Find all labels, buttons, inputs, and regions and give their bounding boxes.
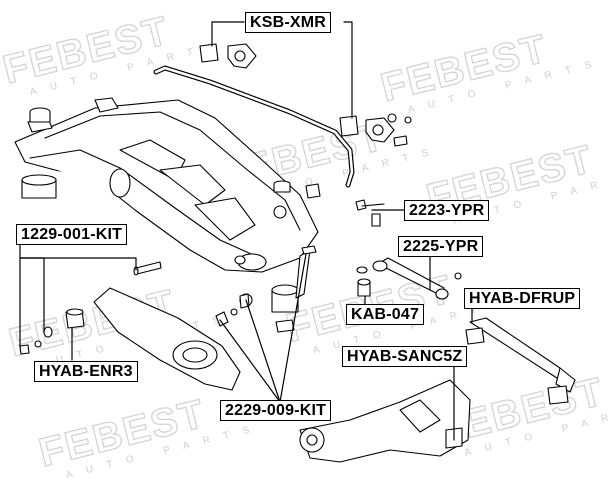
leader-lines — [19, 21, 473, 441]
stabilizer-link — [305, 183, 385, 227]
label-hyab-sanc5z[interactable]: HYAB-SANC5Z — [342, 346, 468, 367]
label-2229-009-kit[interactable]: 2229-009-KIT — [220, 400, 332, 421]
label-kab-047[interactable]: KAB-047 — [346, 304, 425, 325]
upper-control-arm — [372, 257, 462, 300]
lower-control-arm — [65, 287, 241, 391]
label-2225-ypr[interactable]: 2225-YPR — [398, 236, 484, 257]
label-2223-ypr[interactable]: 2223-YPR — [404, 200, 490, 221]
trailing-arm-dfrup — [465, 317, 576, 405]
label-1229-001-kit[interactable]: 1229-001-KIT — [16, 224, 128, 245]
bolt-kit-1229-001 — [19, 261, 162, 355]
bushing-kab-047 — [356, 266, 371, 297]
stabilizer-bushing-right — [339, 113, 412, 147]
rear-subframe — [14, 97, 319, 273]
stabilizer-bar — [153, 65, 355, 188]
label-hyab-enr3[interactable]: HYAB-ENR3 — [34, 361, 138, 382]
label-hyab-dfrup[interactable]: HYAB-DFRUP — [464, 288, 581, 309]
stabilizer-bushing-top — [199, 43, 257, 69]
subframe-mount-right — [271, 180, 299, 333]
rear-knuckle — [299, 379, 471, 463]
subframe-mount-left — [21, 107, 57, 199]
label-ksb-xmr[interactable]: KSB-XMR — [245, 12, 332, 33]
